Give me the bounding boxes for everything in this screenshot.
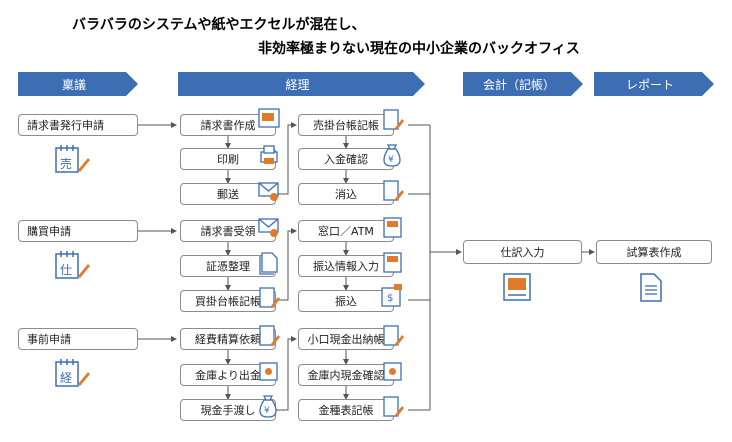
trial-balance-box: 試算表作成 — [596, 240, 712, 264]
receive-invoice-box: 請求書受領 — [180, 220, 276, 242]
envelope-received-icon — [258, 218, 279, 237]
atm-icon — [383, 217, 402, 238]
payment-check-box: 入金確認 — [298, 148, 394, 170]
header-kaikei: 会計（記帳） — [463, 72, 583, 96]
journal-entry-box: 仕訳入力 — [463, 240, 582, 264]
withdraw-safe-box: 金庫より出金 — [180, 364, 276, 386]
safe-icon — [259, 362, 278, 381]
notepad-pencil-icon-sales: 売 — [55, 145, 90, 173]
notepad-label-sales: 売 — [60, 156, 72, 171]
ledger-pencil-icon — [259, 287, 280, 308]
reconcile-box: 消込 — [298, 183, 394, 205]
denomination-log-box: 金種表記帳 — [298, 399, 394, 421]
printer-icon — [260, 145, 278, 164]
organize-vouchers-box: 証憑整理 — [180, 255, 276, 277]
svg-text:¥: ¥ — [388, 155, 394, 165]
computer-icon — [503, 273, 531, 301]
invoice-request-box: 請求書発行申請 — [18, 114, 138, 136]
ledger-pencil-icon-3 — [383, 109, 404, 130]
safe-cash-check-box: 金庫内現金確認 — [298, 364, 394, 386]
cash-handover-box: 現金手渡し — [180, 399, 276, 421]
ledger-pencil-icon-4 — [383, 180, 404, 201]
svg-text:¥: ¥ — [264, 406, 270, 416]
purchase-request-box: 購買申請 — [18, 220, 138, 242]
ar-ledger-box: 売掛台帳記帳 — [298, 114, 394, 136]
header-report: レポート — [594, 72, 714, 96]
notepad-label-expense: 経 — [60, 371, 72, 385]
bank-transfer-icon: $ — [381, 284, 402, 307]
notepad-pencil-icon-expense: 経 — [55, 359, 90, 387]
document-window-icon — [258, 108, 280, 128]
transfer-entry-box: 振込情報入力 — [298, 255, 394, 277]
ledger-pencil-icon-5 — [383, 325, 404, 346]
money-bag-icon: ¥ — [259, 395, 277, 418]
mail-box: 郵送 — [180, 183, 276, 205]
notepad-pencil-icon-purchase: 仕 — [55, 251, 90, 279]
title-line-2: 非効率極まりない現在の中小企業のバックオフィス — [258, 41, 580, 57]
print-box: 印刷 — [180, 148, 276, 170]
ap-ledger-box: 買掛台帳記帳 — [180, 290, 276, 312]
svg-text:$: $ — [387, 293, 393, 304]
money-bag-icon-2: ¥ — [383, 144, 401, 167]
file-stack-icon — [259, 252, 278, 275]
notepad-label-purchase: 仕 — [60, 263, 72, 277]
header-ringi: 稟議 — [18, 72, 138, 96]
header-keiri: 経理 — [178, 72, 425, 96]
prior-request-box: 事前申請 — [18, 328, 138, 350]
petty-cash-book-box: 小口現金出納帳 — [298, 328, 394, 350]
document-icon — [640, 273, 662, 302]
safe-icon-2 — [383, 362, 402, 381]
form-entry-icon — [383, 252, 402, 273]
envelope-icon — [258, 182, 279, 201]
counter-atm-box: 窓口／ATM — [298, 220, 394, 242]
expense-claim-box: 経費精算依頼 — [180, 328, 276, 350]
ledger-pencil-icon-2 — [259, 325, 280, 346]
ledger-pencil-icon-6 — [383, 396, 404, 417]
title-line-1: バラバラのシステムや紙やエクセルが混在し、 — [72, 17, 366, 33]
create-invoice-box: 請求書作成 — [180, 114, 276, 136]
